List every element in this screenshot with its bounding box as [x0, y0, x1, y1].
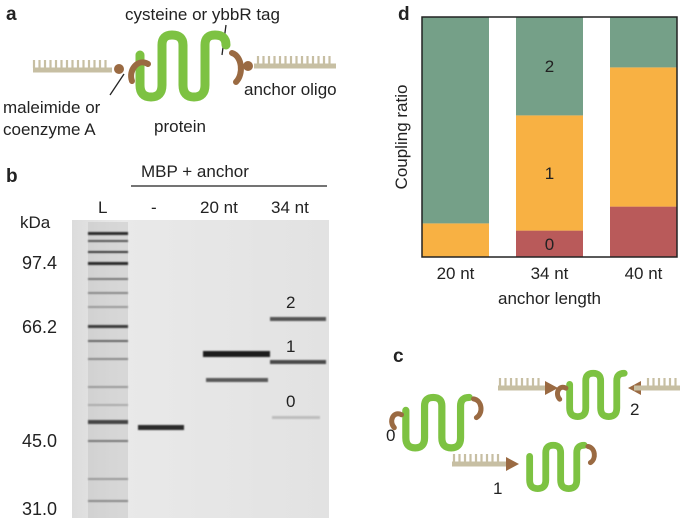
- ladder-band: [88, 386, 128, 388]
- chart-labels: 20 nt 34 nt 2 1 0 40 nt: [437, 57, 663, 283]
- gel-header: MBP + anchor: [141, 162, 249, 181]
- gel-image: [72, 220, 329, 518]
- panel-a: a cysteine or ybbR tag maleimide or coen…: [3, 4, 337, 139]
- band-label-2: 2: [286, 293, 295, 312]
- ladder-band: [88, 262, 128, 265]
- band-34nt-0: [272, 416, 320, 419]
- ladder-band: [88, 340, 128, 342]
- ladder-band: [88, 325, 128, 328]
- x-tick-label: 20 nt: [437, 264, 475, 283]
- maleimide-pointer: [109, 73, 125, 96]
- bar-segment-40nt-0: [610, 206, 677, 257]
- segment-label: 1: [545, 164, 554, 183]
- bar-segment-40nt-2: [610, 17, 677, 68]
- kda-label: kDa: [20, 213, 51, 232]
- kda-tick-66: 66.2: [22, 317, 57, 337]
- kda-tick-31: 31.0: [22, 499, 57, 518]
- cysteine-tag-label: cysteine or ybbR tag: [125, 5, 280, 24]
- kda-tick-97: 97.4: [22, 253, 57, 273]
- ladder-band: [88, 240, 128, 242]
- panel-b-label: b: [6, 166, 18, 187]
- construct-label-1: 1: [493, 479, 502, 498]
- band-34nt-2: [270, 317, 326, 321]
- lane-label-ladder: L: [98, 198, 107, 217]
- x-tick-label: 34 nt: [531, 264, 569, 283]
- ladder-band: [88, 232, 128, 235]
- ladder-band: [88, 500, 128, 502]
- kda-tick-45: 45.0: [22, 431, 57, 451]
- panel-c-label: c: [393, 346, 404, 367]
- ladder-band: [88, 440, 128, 442]
- ladder-band: [88, 278, 128, 280]
- ladder-band: [88, 251, 128, 253]
- panel-b: b MBP + anchor L - 20 nt 34 nt kDa 97.4 …: [6, 162, 329, 518]
- bar-segment-40nt-1: [610, 67, 677, 207]
- bar-segment-20nt-2: [422, 17, 489, 224]
- protein-icon: [128, 30, 244, 102]
- y-axis-label: Coupling ratio: [392, 85, 411, 190]
- band-label-1: 1: [286, 337, 295, 356]
- lane-label-mbp: -: [151, 198, 157, 217]
- x-tick-label: 40 nt: [625, 264, 663, 283]
- ladder-band: [88, 306, 128, 308]
- panel-d-label: d: [398, 4, 410, 25]
- construct-2-icon: [498, 369, 680, 421]
- bar-segment-34nt-2: [516, 17, 583, 116]
- band-label-0: 0: [286, 392, 295, 411]
- panel-c: c 0 2: [386, 346, 680, 498]
- construct-0-icon: [389, 393, 484, 452]
- maleimide-label-line2: coenzyme A: [3, 120, 96, 139]
- bar-segment-34nt-0: [516, 230, 583, 257]
- construct-label-2: 2: [630, 400, 639, 419]
- panel-a-label: a: [6, 4, 17, 25]
- panel-d: d 20 nt 34 nt 2 1 0 40 nt Coupling ratio anch…: [392, 4, 678, 308]
- bar-segment-34nt-1: [516, 115, 583, 231]
- chart-bars: [422, 17, 677, 257]
- band-mbp: [138, 425, 184, 430]
- ladder-band: [88, 404, 128, 406]
- band-20nt-upper: [203, 351, 270, 357]
- lane-label-34nt: 34 nt: [271, 198, 309, 217]
- segment-label: 0: [545, 235, 554, 254]
- chart-frame: [421, 16, 678, 258]
- x-axis-label: anchor length: [498, 289, 601, 308]
- left-anchor-oligo-icon: [32, 60, 124, 74]
- segment-label: 2: [545, 57, 554, 76]
- protein-label: protein: [154, 117, 206, 136]
- ladder-band: [88, 292, 128, 294]
- ladder-band: [88, 420, 128, 424]
- ladder-band: [88, 478, 128, 480]
- band-20nt-lower: [206, 378, 268, 382]
- lane-label-20nt: 20 nt: [200, 198, 238, 217]
- construct-1-icon: [452, 441, 597, 493]
- maleimide-label-line1: maleimide or: [3, 98, 101, 117]
- band-34nt-1: [270, 360, 326, 364]
- ladder-band: [88, 358, 128, 360]
- right-anchor-oligo-icon: [243, 56, 336, 71]
- bar-segment-20nt-1: [422, 223, 489, 257]
- construct-label-0: 0: [386, 426, 395, 445]
- anchor-oligo-label: anchor oligo: [244, 80, 337, 99]
